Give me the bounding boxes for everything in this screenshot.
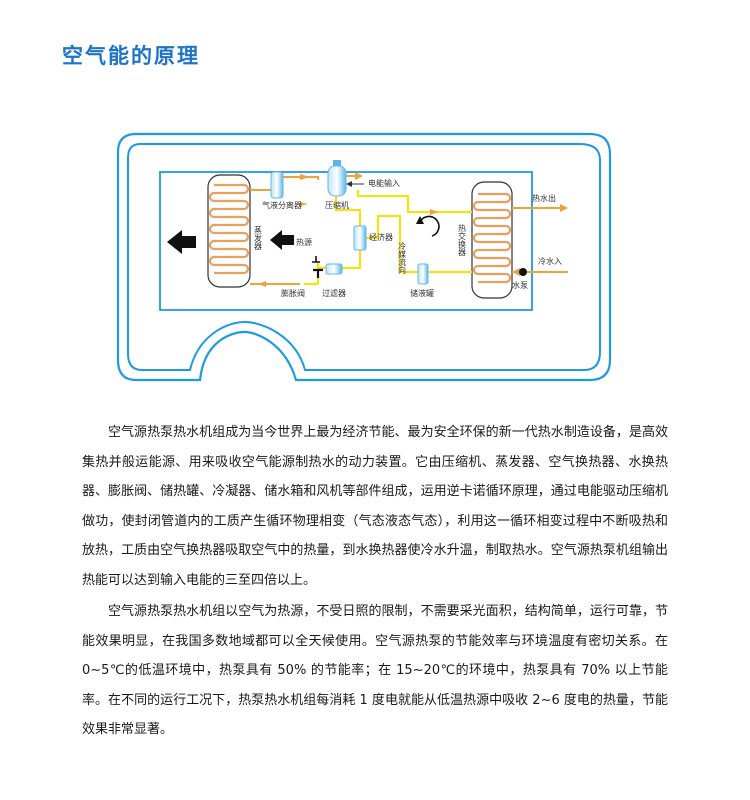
heat-out-arrow-icon	[167, 230, 196, 254]
unit-frame-outer	[116, 132, 612, 382]
evaporator-coil	[207, 174, 251, 288]
unit-frame-inner	[127, 143, 601, 371]
label-filter: 过滤器	[322, 288, 346, 298]
heat-pump-diagram: 气液分离器 压缩机 电能输入 热水出 冷水入 水泵 热源 经济器 储液罐 膨胀阀…	[116, 132, 612, 382]
pipe-arrows	[258, 172, 438, 287]
paragraph-1: 空气源热泵热水机组成为当今世界上最为经济节能、最为安全环保的新一代热水制造设备，…	[82, 425, 668, 588]
label-cold-water-in: 冷水入	[538, 256, 562, 266]
label-evaporator: 蒸发器	[254, 225, 263, 251]
hot-water-arrow-icon	[560, 204, 568, 212]
label-heat-source: 热源	[296, 237, 312, 247]
valve-small-icon	[312, 256, 320, 263]
label-expansion-valve: 膨胀阀	[281, 288, 305, 298]
page-title: 空气能的原理	[62, 44, 200, 68]
compressor-icon	[327, 160, 347, 197]
refrigerant-flow-icon	[419, 215, 440, 237]
label-water-pump: 水泵	[512, 280, 528, 290]
heat-exchanger-coil	[471, 181, 513, 299]
economizer-icon	[353, 225, 367, 251]
label-heat-exchanger: 热交换器	[458, 223, 467, 257]
water-pump-icon	[519, 268, 527, 276]
gas-liquid-separator-icon	[270, 171, 284, 199]
power-arrow-head-icon	[346, 181, 352, 187]
label-economizer: 经济器	[369, 232, 393, 242]
label-compressor: 压缩机	[325, 200, 349, 210]
flow-arrow-head-icon	[416, 216, 424, 224]
cold-water-arrow-icon	[512, 268, 520, 276]
label-hot-water-out: 热水出	[532, 193, 556, 203]
label-refrigerant-flow: 冷媒流向	[398, 241, 407, 274]
label-liquid-tank: 储液罐	[410, 288, 434, 298]
label-gas-liquid-separator: 气液分离器	[262, 200, 302, 210]
liquid-tank-icon	[417, 263, 429, 285]
expansion-valve-icon	[313, 268, 323, 278]
label-power-input: 电能输入	[368, 178, 400, 188]
paragraph-2: 空气源热泵热水机组以空气为热源，不受日照的限制，不需要采光面积，结构简单，运行可…	[82, 604, 668, 737]
heat-source-arrow-icon	[270, 230, 294, 250]
description-text: 空气源热泵热水机组成为当今世界上最为经济节能、最为安全环保的新一代热水制造设备，…	[82, 418, 668, 745]
filter-icon	[325, 263, 343, 275]
